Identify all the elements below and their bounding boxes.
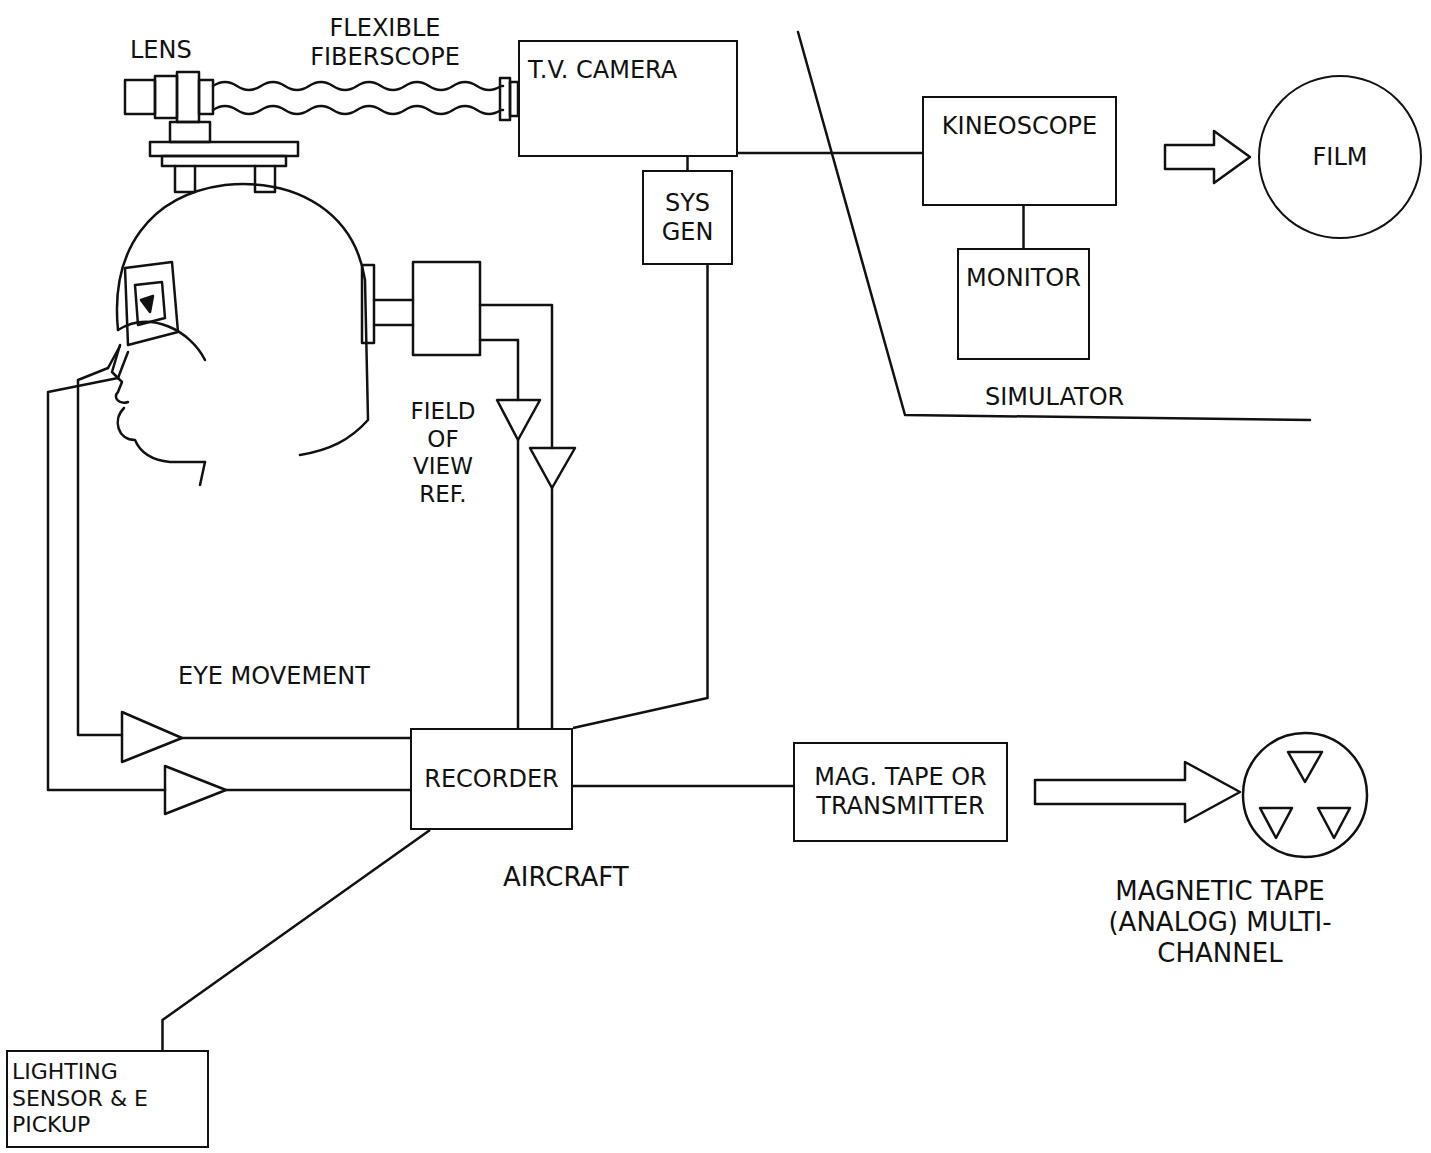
node-text: SYS GEN <box>652 189 723 247</box>
film-circle: FILM <box>1258 75 1422 239</box>
lens-ring <box>155 76 177 118</box>
sync-generator-box: SYS GEN <box>642 170 733 265</box>
fov-wire <box>480 340 518 728</box>
eye-wire <box>48 378 410 790</box>
output-arrow <box>1035 762 1240 822</box>
tape-transmitter-box: MAG. TAPE OR TRANSMITTER <box>793 742 1008 842</box>
signal-name: FIELD OF VIEW REF. <box>398 398 488 508</box>
lens-barrel <box>125 80 155 114</box>
node-text: MAG. TAPE OR TRANSMITTER <box>803 763 998 821</box>
eye-electrode <box>108 346 128 378</box>
amplifier-symbol <box>530 448 575 488</box>
neck <box>200 462 205 485</box>
eye <box>141 296 153 312</box>
lens-mount <box>199 80 213 114</box>
node-text: KINEOSCOPE <box>942 112 1097 141</box>
part-name: LENS <box>130 36 220 65</box>
fov-wire <box>480 305 552 728</box>
connector <box>163 830 431 1050</box>
goggle <box>125 262 178 345</box>
node-text: FILM <box>1313 143 1368 172</box>
simulator-boundary <box>798 32 1310 420</box>
fiber-coupler <box>500 78 510 120</box>
connector <box>687 157 688 170</box>
fiber-coupler <box>510 82 518 116</box>
lighting-sensor-box: LIGHTING SENSOR & E PICKUP <box>6 1050 209 1148</box>
lens-ring <box>177 72 199 122</box>
sensor-cable <box>374 300 413 325</box>
monitor-box: MONITOR <box>957 248 1090 360</box>
helmet-mount <box>162 156 286 166</box>
mount-clip <box>175 166 275 192</box>
fiberscope <box>213 106 503 114</box>
part-name: FLEXIBLE FIBERSCOPE <box>300 14 470 72</box>
region-label: SIMULATOR <box>985 383 1185 412</box>
connector <box>573 786 793 787</box>
helmet-clip <box>362 265 374 343</box>
region-label: AIRCRAFT <box>503 862 733 893</box>
tape-reel <box>1243 733 1367 857</box>
fiberscope <box>213 82 503 90</box>
field-of-view-sensor <box>413 262 480 355</box>
camera-box: T.V. CAMERA <box>518 40 738 157</box>
signal-name: EYE MOVEMENT <box>178 662 438 691</box>
amplifier-symbol <box>497 400 540 440</box>
goggle-lens <box>135 282 165 325</box>
amplifier-symbol <box>165 766 226 814</box>
node-text: LIGHTING SENSOR & E PICKUP <box>12 1059 203 1138</box>
connector <box>1023 206 1024 248</box>
connector <box>573 265 708 728</box>
face-profile <box>112 345 205 462</box>
helmet-mount <box>150 142 298 156</box>
helmet-edge <box>118 322 205 360</box>
node-text: RECORDER <box>424 765 558 794</box>
reel-spokes <box>1260 752 1350 838</box>
part-name: MAGNETIC TAPE (ANALOG) MULTI-CHANNEL <box>1060 876 1380 970</box>
lens-bracket <box>170 122 210 142</box>
kineoscope-box: KINEOSCOPE <box>922 96 1117 206</box>
node-text: MONITOR <box>966 264 1081 293</box>
connector <box>738 153 922 154</box>
node-text: T.V. CAMERA <box>528 56 677 85</box>
connector <box>1165 131 1250 183</box>
recorder-box: RECORDER <box>410 728 573 830</box>
amplifier-symbol <box>122 712 182 762</box>
helmet <box>117 184 368 455</box>
